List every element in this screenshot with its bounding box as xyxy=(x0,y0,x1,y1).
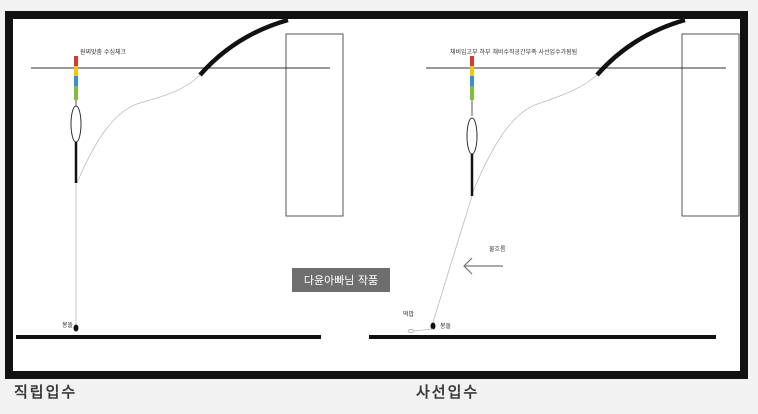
right-float-tip-green xyxy=(470,86,474,100)
right-float-body xyxy=(466,117,478,155)
left-sinker xyxy=(73,324,79,332)
left-fishing-line xyxy=(76,74,201,184)
diagram-panel xyxy=(13,19,740,371)
right-float-tip-yellow xyxy=(470,66,474,76)
right-diagram: 채비입고부 하부 채비수직공간부족 사선입수가됨됨 물흐름 떡밥 봉돌 xyxy=(369,17,740,339)
right-bait-line xyxy=(413,328,434,332)
left-riverbank xyxy=(285,33,344,217)
left-diagram: 원찌맞춤 수심체크 봉돌 xyxy=(16,17,344,339)
right-annotation: 채비입고부 하부 채비수직공간부족 사선입수가됨됨 xyxy=(450,48,577,56)
left-annotation: 원찌맞춤 수심체크 xyxy=(80,48,127,56)
left-caption: 직립입수 xyxy=(14,383,78,401)
right-bait xyxy=(407,329,415,333)
right-bait-label: 떡밥 xyxy=(403,310,415,318)
right-current-label: 물흐름 xyxy=(489,246,506,253)
left-float-tip-red xyxy=(74,56,78,66)
left-float-body xyxy=(70,105,82,143)
left-rod xyxy=(198,17,289,77)
left-float-tip-blue xyxy=(74,76,78,86)
right-float-tip-blue xyxy=(470,76,474,86)
right-riverbank xyxy=(681,33,740,217)
left-float-tip-yellow xyxy=(74,66,78,76)
right-sinker-label: 봉돌 xyxy=(440,322,452,330)
left-sinker-label: 봉돌 xyxy=(62,321,74,329)
right-float-tip-red xyxy=(470,56,474,66)
current-arrow-icon xyxy=(463,257,503,275)
watermark-label: 다윤아빠님 작품 xyxy=(292,268,390,292)
right-sinker xyxy=(430,322,436,330)
right-diagonal-line xyxy=(432,195,473,323)
right-caption: 사선입수 xyxy=(416,383,480,401)
right-rod xyxy=(595,17,686,77)
diagram-frame xyxy=(5,11,748,379)
left-float-tip-green xyxy=(74,86,78,100)
right-fishing-line xyxy=(471,74,598,195)
